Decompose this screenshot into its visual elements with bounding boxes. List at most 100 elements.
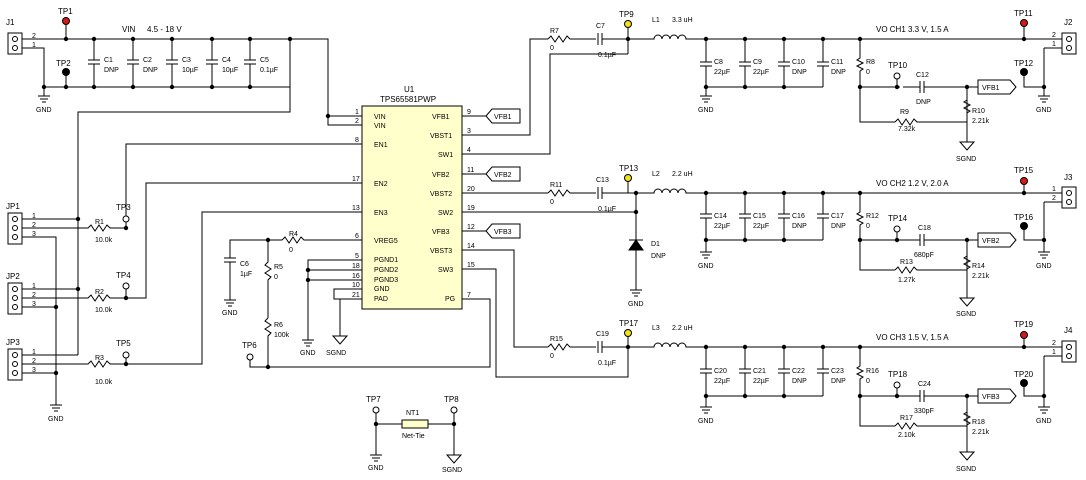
- c6-ref: C6: [240, 261, 249, 268]
- c2-ref: C2: [143, 57, 152, 64]
- r17-val: 2.10k: [898, 432, 916, 439]
- sgnd-label-nettie: SGND: [442, 467, 462, 474]
- resistor-r16: R16 0: [855, 347, 895, 427]
- inductor-l3: L3 2.2 uH: [628, 325, 1040, 348]
- c4-ref: C4: [222, 57, 231, 64]
- jumper-jp3[interactable]: JP3 1 2 3: [6, 338, 36, 381]
- j1-ref: J1: [6, 18, 15, 27]
- testpoint-tp4: TP4: [116, 271, 131, 301]
- pin-vbst3: VBST3: [430, 248, 452, 255]
- connector-j1: J1 2 1: [6, 18, 36, 55]
- resistor-r3: R3 10.0k: [22, 211, 362, 386]
- testpoint-tp3: TP3: [116, 203, 131, 231]
- gnd-label-d1: GND: [628, 301, 644, 308]
- jp1-pin2: 2: [32, 222, 36, 229]
- cap-c9: C9 22µF: [739, 39, 769, 87]
- r14-val: 2.21k: [972, 273, 990, 280]
- c6-val: 1µF: [240, 271, 252, 278]
- testpoint-tp10: TP10: [888, 61, 908, 90]
- vfb3-flag-ic-label: VFB3: [494, 229, 512, 236]
- d1-val: DNP: [651, 253, 666, 260]
- r8-ref: R8: [866, 59, 875, 66]
- c5-val: 0.1µF: [260, 67, 278, 74]
- jp2-pin3: 3: [32, 301, 36, 308]
- pinnum-12: 12: [467, 224, 475, 231]
- pin-vin-b: VIN: [374, 123, 386, 130]
- c12-val: DNP: [916, 99, 931, 106]
- pinnum-1: 1: [355, 109, 359, 116]
- l2-val: 2.2 uH: [672, 171, 693, 178]
- c2-val: DNP: [143, 67, 158, 74]
- gnd-symbol-ch2: GND: [698, 251, 714, 270]
- pinnum-2: 2: [355, 118, 359, 125]
- testpoint-tp8: TP8: [444, 395, 459, 414]
- sgnd-symbol-ch2: SGND: [956, 297, 976, 318]
- pin-pgnd2: PGND2: [374, 267, 398, 274]
- gnd-symbol-c6: GND: [222, 299, 238, 317]
- resistor-r4: R4 0: [268, 231, 342, 254]
- gnd-label-j2: GND: [1036, 107, 1052, 114]
- pin-vbst2: VBST2: [430, 191, 452, 198]
- l3-val: 2.2 uH: [672, 325, 693, 332]
- c20-val: 22µF: [714, 378, 730, 385]
- tp19-label: TP19: [1014, 320, 1034, 329]
- c3-val: 10µF: [182, 67, 198, 74]
- r10-val: 2.21k: [972, 118, 990, 125]
- pinnum-14: 14: [467, 243, 475, 250]
- c15-val: 22µF: [753, 223, 769, 230]
- jp1-pin3: 3: [32, 231, 36, 238]
- cap-c15: C15 22µF: [739, 193, 769, 240]
- r3-val: 10.0k: [95, 379, 113, 386]
- tp5-label: TP5: [116, 339, 131, 348]
- input-cap-c4: C4 10µF: [206, 39, 238, 87]
- gnd-symbol-d1: GND: [628, 289, 644, 308]
- testpoint-tp2: TP2: [56, 59, 71, 87]
- netflag-vfb2-ic: VFB2: [482, 166, 521, 182]
- pinnum-21: 21: [352, 292, 360, 299]
- r11-val: 0: [550, 199, 554, 206]
- pin-vfb2: VFB2: [432, 172, 450, 179]
- pin-en3: EN3: [374, 210, 388, 217]
- j2-ref: J2: [1064, 18, 1073, 27]
- pin-pad: PAD: [374, 296, 388, 303]
- resistor-r2: R2 10.0k: [22, 182, 362, 314]
- gnd-label-ch1: GND: [698, 107, 714, 114]
- input-cap-c3: C3 10µF: [166, 39, 198, 87]
- c19-ref: C19: [596, 331, 609, 338]
- pin-vreg5: VREG5: [374, 238, 398, 245]
- gnd-symbol-nettie: GND: [368, 454, 384, 472]
- tp16-label: TP16: [1014, 213, 1034, 222]
- tp1-red-dot: [62, 17, 70, 25]
- gnd-label-nettie: GND: [368, 465, 384, 472]
- r7-val: 0: [550, 45, 554, 52]
- r15-ref: R15: [550, 336, 563, 343]
- jp3-pin3: 3: [32, 367, 36, 374]
- diode-d1: D1 DNP: [628, 239, 666, 260]
- r18-ref: R18: [972, 419, 985, 426]
- jumper-jp2[interactable]: JP2 1 2 3: [6, 272, 36, 315]
- sgnd-symbol-ch3: SGND: [956, 451, 976, 473]
- inductor-l2: L2 2.2 uH: [636, 171, 1062, 194]
- testpoint-tp19: TP19: [1014, 320, 1034, 350]
- netflag-vfb3-ic: VFB3: [482, 223, 521, 239]
- r1-ref: R1: [95, 219, 104, 226]
- vin-label: VIN: [122, 25, 136, 34]
- pinnum-4: 4: [467, 147, 471, 154]
- j3-pin1: 1: [1052, 186, 1056, 193]
- pin-en2: EN2: [374, 181, 388, 188]
- vfb1-flag-out-label: VFB1: [982, 85, 1000, 92]
- jumper-jp1[interactable]: JP1 1 2 3: [6, 202, 36, 245]
- cap-c16: C16 DNP: [778, 193, 807, 240]
- c1-val: DNP: [104, 67, 119, 74]
- jp1-ref: JP1: [6, 202, 20, 211]
- pin-gnd: GND: [374, 286, 390, 293]
- sgnd-symbol-ic: SGND: [326, 335, 349, 357]
- vfb1-flag-ic-label: VFB1: [494, 114, 512, 121]
- gnd-label-j1: GND: [36, 107, 52, 114]
- r4-ref: R4: [289, 231, 298, 238]
- c5-ref: C5: [260, 57, 269, 64]
- pin-vfb1: VFB1: [432, 114, 450, 121]
- cap-c20: C20 22µF: [700, 347, 730, 396]
- cap-c10: C10 DNP: [778, 39, 807, 87]
